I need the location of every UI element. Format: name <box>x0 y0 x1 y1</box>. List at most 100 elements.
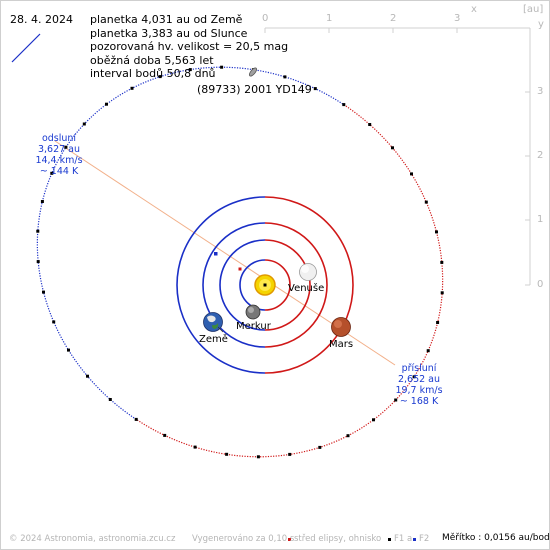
axis-unit: [au] <box>523 4 544 15</box>
venus-orbit-south <box>264 239 311 331</box>
asteroid-orbit-south <box>135 104 444 458</box>
orbit-position-dot <box>368 123 372 126</box>
perihelion-temperature: ~ 168 K <box>399 396 439 407</box>
info-sun-distance: planetka 3,383 au od Slunce <box>90 27 248 40</box>
ellipse-center-marker <box>238 267 242 271</box>
orbit-position-dot <box>108 398 112 401</box>
earth-pointer <box>217 326 224 333</box>
orbit-position-dot <box>220 65 224 69</box>
info-earth-distance: planetka 4,031 au od Země <box>90 13 243 26</box>
mercury-highlight <box>248 307 254 313</box>
orbit-position-dot <box>134 417 138 421</box>
axis-ticks <box>264 28 530 286</box>
info-magnitude: pozorovaná hv. velikost = 20,5 mag <box>90 40 289 53</box>
orbit-position-dot <box>342 103 346 107</box>
aphelion-temperature: ~ 144 K <box>39 166 79 177</box>
orbit-position-dot <box>436 321 440 324</box>
orbit-position-dot <box>188 68 192 72</box>
orbit-position-dot <box>440 291 444 295</box>
earth-land <box>212 323 219 329</box>
footer-legend-center: střed elipsy, ohnisko <box>294 534 382 544</box>
orbit-position-dot <box>412 375 416 379</box>
direction-mark <box>11 33 41 63</box>
footer-legend-f1: F1 a <box>394 534 413 544</box>
mars-highlight <box>334 320 342 328</box>
orbit-position-dot <box>346 434 350 438</box>
venus-highlight <box>301 265 309 273</box>
asteroid-orbit-north <box>36 66 345 420</box>
orbit-position-dot <box>288 452 292 456</box>
x-tick-1: 1 <box>326 13 333 24</box>
orbit-position-dot <box>440 260 444 264</box>
orbit-position-dot <box>426 349 430 353</box>
orbit-position-dot <box>394 398 398 402</box>
orbit-position-dot <box>52 320 56 324</box>
legend-f2-square <box>413 538 416 541</box>
focus-marker <box>263 283 267 287</box>
x-axis-name: x <box>471 4 477 15</box>
earth-orbit-south <box>264 222 328 348</box>
orbit-position-dot <box>50 171 54 175</box>
perihelion-speed: 19,7 km/s <box>395 385 443 396</box>
orbit-position-dot <box>42 290 45 294</box>
orbit-position-dot <box>424 200 428 204</box>
asteroid-icon <box>248 67 258 77</box>
orbit-position-dot <box>86 374 89 378</box>
earth-label: Země <box>199 334 228 345</box>
orbit-position-dot <box>283 75 287 79</box>
aphelion-distance: 3,627 au <box>37 144 81 155</box>
orbit-position-dot <box>193 445 197 449</box>
orbit-position-dot <box>372 418 375 422</box>
mercury-orbit-south <box>264 259 291 311</box>
orbit-position-dot <box>36 229 40 233</box>
info-period: oběžná doba 5,563 let <box>90 54 214 67</box>
aphelion-speed: 14,4 km/s <box>35 155 83 166</box>
mars-icon <box>331 317 351 337</box>
orbit-position-dot <box>435 230 438 234</box>
y-tick-0: 0 <box>537 279 544 290</box>
footer-generated: Vygenerováno za 0,10 s <box>192 534 295 544</box>
orbit-position-dot <box>130 86 134 90</box>
orbit-position-dot <box>163 433 167 437</box>
x-tick-2: 2 <box>390 13 397 24</box>
perihelion-block: přísluní 2,652 au 19,7 km/s ~ 168 K <box>394 363 444 407</box>
x-tick-0: 0 <box>262 13 269 24</box>
venus-icon <box>299 263 317 281</box>
orbit-position-dot <box>256 455 260 459</box>
orbit-position-dot <box>40 200 44 203</box>
x-tick-3: 3 <box>454 13 461 24</box>
orbit-position-dot <box>105 102 108 106</box>
date-label: 28. 4. 2024 <box>10 13 73 26</box>
orbit-position-dot <box>36 260 40 264</box>
earth-orbit-north <box>202 222 266 348</box>
y-tick-2: 2 <box>537 150 544 161</box>
info-interval: interval bodů 50,8 dnů <box>90 67 216 80</box>
orbit-position-dot <box>410 172 413 176</box>
mars-orbit-south <box>264 196 354 374</box>
orbit-position-dot <box>318 445 322 449</box>
legend-center-square <box>288 538 291 541</box>
orbit-position-dot <box>313 87 317 91</box>
aphelion-block: odsluní 3,627 au 14,4 km/s ~ 144 K <box>34 133 84 177</box>
y-axis-name: y <box>538 19 544 30</box>
orbit-position-dot <box>64 145 68 149</box>
perihelion-title: přísluní <box>401 363 437 374</box>
aphelion-title: odsluní <box>41 133 77 144</box>
venus-label: Venuše <box>288 283 325 294</box>
mars-orbit-north <box>176 196 266 374</box>
y-tick-1: 1 <box>537 214 544 225</box>
orbit-position-dot <box>225 452 229 456</box>
scale-label: Měřítko : 0,0156 au/bod <box>442 533 550 543</box>
asteroid-name: (89733) 2001 YD149 <box>197 83 312 96</box>
orbit-position-dot <box>391 146 394 150</box>
legend-f1-square <box>388 538 391 541</box>
footer-legend-f2: F2 <box>419 534 430 544</box>
y-tick-3: 3 <box>537 86 544 97</box>
second-focus-marker <box>214 252 218 256</box>
orbit-position-dot <box>158 75 162 79</box>
earth-clouds <box>207 315 216 323</box>
mars-label: Mars <box>329 339 354 350</box>
orbit-position-dot <box>82 122 86 126</box>
perihelion-distance: 2,652 au <box>397 374 441 385</box>
